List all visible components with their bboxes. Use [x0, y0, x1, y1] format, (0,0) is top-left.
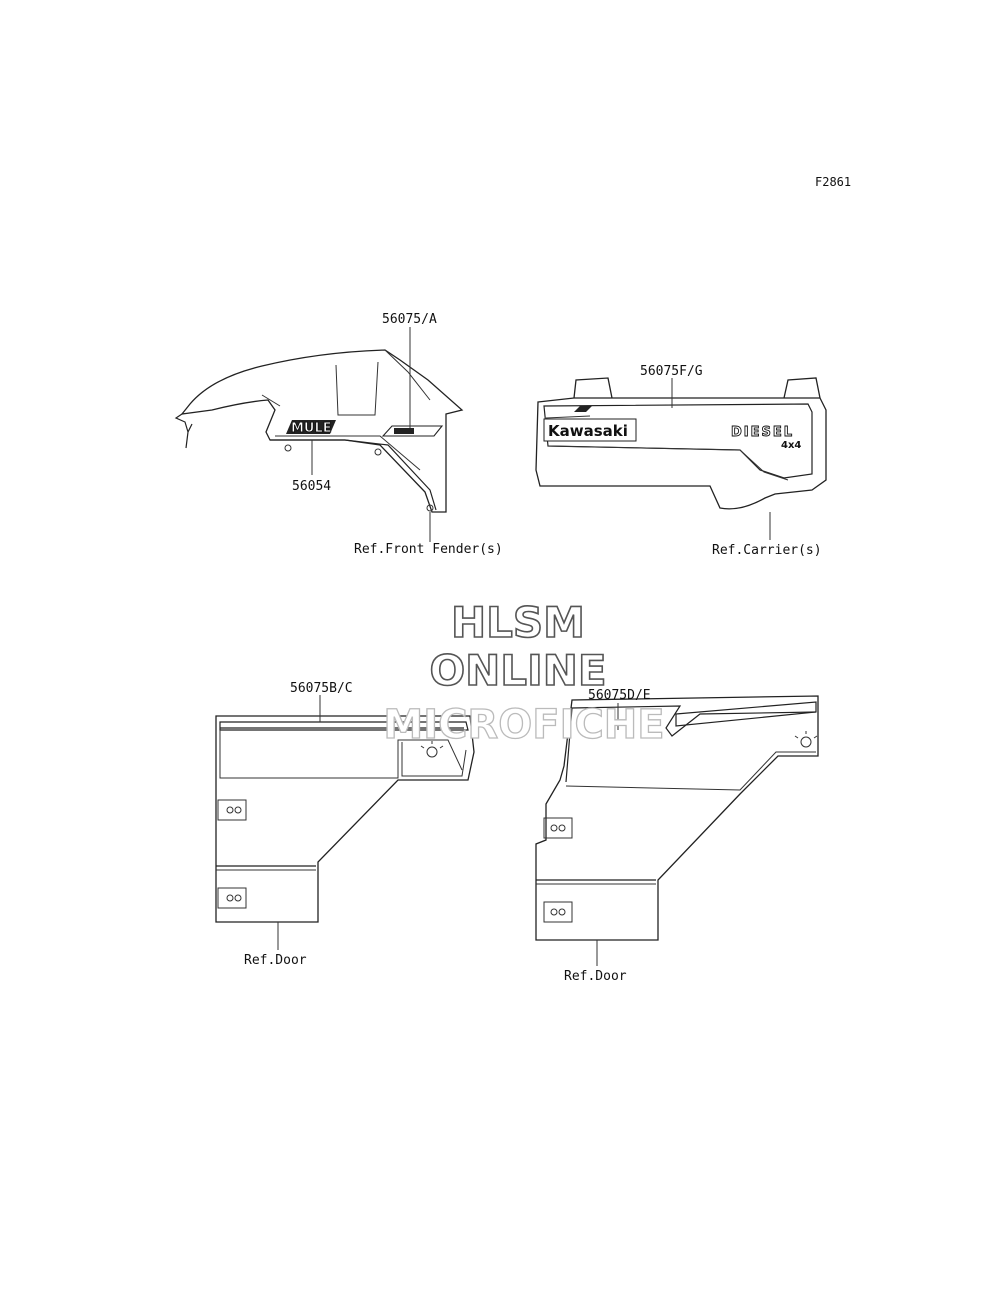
- left-door-drawing: [215, 715, 475, 923]
- watermark-line1: HLSM: [451, 598, 585, 647]
- label-56075fg: 56075F/G: [640, 364, 703, 379]
- label-56075de: 56075D/E: [588, 688, 651, 703]
- label-ref-carrier: Ref.Carrier(s): [712, 543, 822, 558]
- right-door-drawing: [535, 695, 819, 941]
- light-icon: [794, 731, 818, 748]
- carrier-brand-text: Kawasaki: [548, 422, 628, 440]
- mule-emblem-decal: MULE: [286, 420, 336, 436]
- carrier-drive-text: 4x4: [781, 440, 801, 451]
- label-56054: 56054: [292, 479, 331, 494]
- watermark-line3: MICROFICHE: [383, 702, 664, 748]
- figure-code: F2861: [815, 175, 851, 189]
- fender-small-decal: [381, 425, 444, 437]
- mule-emblem-text: MULE: [291, 421, 332, 436]
- light-icon: [420, 741, 444, 758]
- label-ref-front-fender: Ref.Front Fender(s): [354, 542, 503, 557]
- carrier-drawing: Kawasaki DIESEL 4x4: [535, 377, 827, 510]
- carrier-diesel-text: DIESEL: [731, 425, 794, 440]
- label-56075a: 56075/A: [382, 312, 437, 327]
- label-56075bc: 56075B/C: [290, 681, 353, 696]
- watermark-line2: ONLINE: [429, 646, 606, 695]
- label-ref-door-right: Ref.Door: [564, 969, 627, 984]
- front-fender-drawing: MULE: [174, 349, 464, 513]
- label-ref-door-left: Ref.Door: [244, 953, 307, 968]
- watermark: HLSM ONLINE: [429, 597, 608, 696]
